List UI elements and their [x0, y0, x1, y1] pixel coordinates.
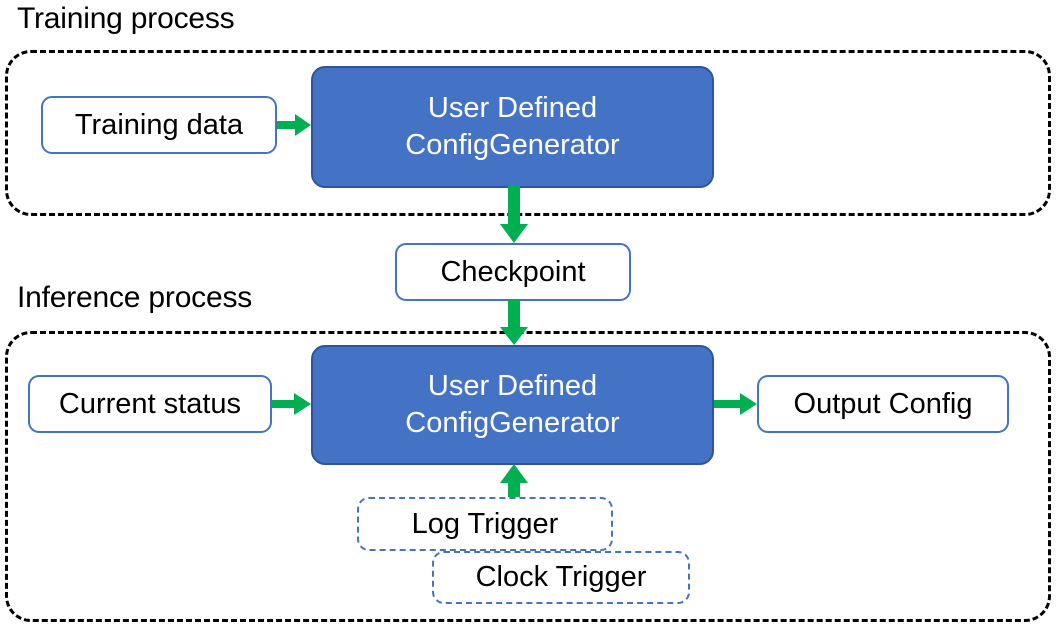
- log-trigger-box[interactable]: Log Trigger: [357, 497, 613, 551]
- inference-generator-line2: ConfigGenerator: [405, 407, 620, 439]
- inference-process-label: Inference process: [17, 281, 253, 314]
- training-process-label: Training process: [17, 2, 235, 35]
- output-config-box[interactable]: Output Config: [757, 375, 1009, 433]
- clock-trigger-box[interactable]: Clock Trigger: [432, 551, 690, 604]
- training-generator-line1: User Defined: [427, 92, 598, 124]
- arrow-checkpoint-to-inference-generator: [500, 299, 528, 345]
- checkpoint-box[interactable]: Checkpoint: [395, 243, 631, 301]
- training-process-container: [5, 50, 1051, 216]
- training-config-generator-box[interactable]: User Defined ConfigGenerator: [311, 66, 714, 188]
- arrow-training-data-to-generator: [277, 114, 311, 136]
- current-status-box[interactable]: Current status: [28, 375, 272, 433]
- training-generator-line2: ConfigGenerator: [405, 129, 620, 161]
- inference-config-generator-box[interactable]: User Defined ConfigGenerator: [311, 345, 714, 465]
- training-data-box[interactable]: Training data: [41, 96, 277, 154]
- arrow-current-status-to-generator: [272, 393, 311, 415]
- arrow-log-trigger-to-generator: [500, 464, 528, 498]
- inference-generator-line1: User Defined: [427, 370, 598, 402]
- arrow-generator-to-checkpoint: [500, 186, 528, 243]
- arrow-generator-to-output-config: [714, 393, 757, 415]
- inference-process-container: [5, 331, 1051, 622]
